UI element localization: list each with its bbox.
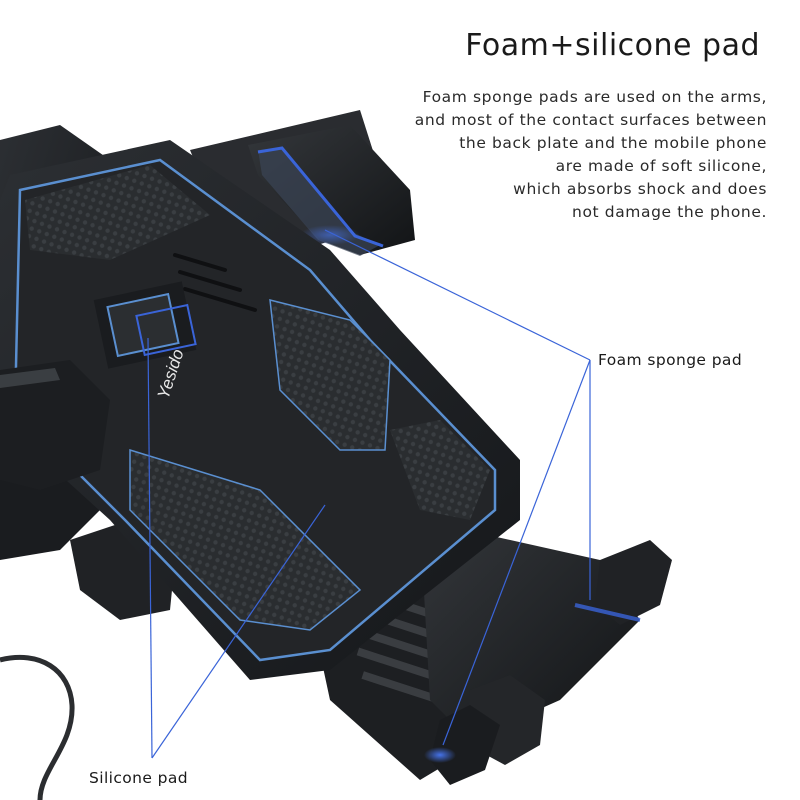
description-line: not damage the phone. [572, 203, 767, 221]
bottom-arm [420, 520, 672, 785]
cable [0, 654, 75, 800]
foam-sponge-pad-label: Foam sponge pad [598, 351, 743, 369]
callout-markers [135, 303, 197, 357]
description-line: are made of soft silicone, [555, 157, 767, 175]
description-line: Foam sponge pads are used on the arms, [422, 88, 767, 106]
back-plate: Yesido [0, 140, 520, 680]
title: Foam+silicone pad [465, 28, 760, 63]
left-arm-cap [0, 360, 110, 490]
description: Foam sponge pads are used on the arms, a… [267, 86, 767, 224]
callout-lines [147, 229, 591, 759]
description-line: and most of the contact surfaces between [414, 111, 767, 129]
silicone-pad-label: Silicone pad [89, 769, 189, 787]
description-line: the back plate and the mobile phone [459, 134, 767, 152]
description-line: which absorbs shock and does [513, 180, 767, 198]
